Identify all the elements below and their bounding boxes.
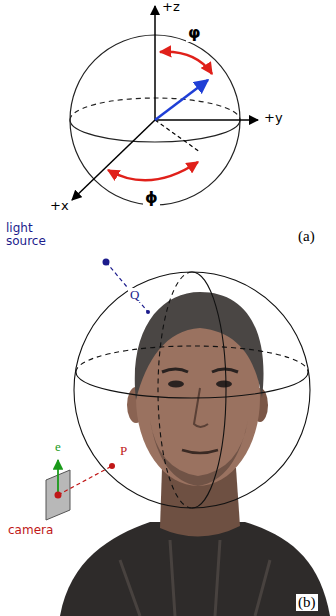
projection-line bbox=[155, 120, 200, 152]
equator-back bbox=[76, 346, 308, 372]
angle-symbol: φ bbox=[186, 24, 203, 42]
meridian-back bbox=[158, 272, 192, 508]
eyebrows bbox=[162, 369, 238, 372]
panel-label: (b) bbox=[296, 594, 318, 611]
axis-label: +x bbox=[48, 199, 71, 213]
light-ray bbox=[106, 262, 148, 312]
point-label: Q bbox=[128, 288, 141, 302]
direction-vector bbox=[155, 80, 208, 120]
face-bust bbox=[60, 292, 330, 616]
sphere-sketch bbox=[70, 6, 258, 205]
azimuth-angle-arc bbox=[108, 162, 198, 180]
shirt-folds bbox=[120, 540, 270, 616]
x-axis bbox=[72, 120, 155, 200]
vector-label: e bbox=[53, 440, 63, 454]
mouth bbox=[182, 450, 218, 453]
surface-point bbox=[146, 310, 150, 314]
light-source bbox=[103, 259, 151, 315]
view-ray bbox=[58, 466, 112, 495]
polar-angle-arc bbox=[160, 52, 212, 74]
y-axis bbox=[155, 119, 258, 121]
point-label: P bbox=[118, 444, 129, 458]
light-label: light source bbox=[4, 222, 60, 248]
surface-point bbox=[109, 463, 115, 469]
enclosing-sphere bbox=[74, 272, 310, 508]
equator-front bbox=[76, 372, 308, 398]
beard-shadow bbox=[150, 420, 248, 486]
up-vector bbox=[57, 460, 59, 495]
z-axis bbox=[154, 6, 156, 120]
eye bbox=[168, 381, 184, 388]
nose bbox=[194, 388, 208, 427]
equator-front bbox=[70, 120, 240, 142]
light-dot bbox=[103, 259, 110, 266]
camera bbox=[46, 460, 115, 520]
axis-label: +z bbox=[160, 0, 182, 14]
meridian-front bbox=[192, 272, 226, 508]
panel-label: (a) bbox=[296, 228, 317, 245]
eye bbox=[216, 381, 232, 388]
camera-center bbox=[55, 492, 62, 499]
sphere-outline bbox=[74, 272, 310, 508]
axis-label: +y bbox=[262, 111, 285, 125]
camera-label: camera bbox=[6, 524, 55, 537]
angle-symbol: ϕ bbox=[143, 189, 160, 207]
